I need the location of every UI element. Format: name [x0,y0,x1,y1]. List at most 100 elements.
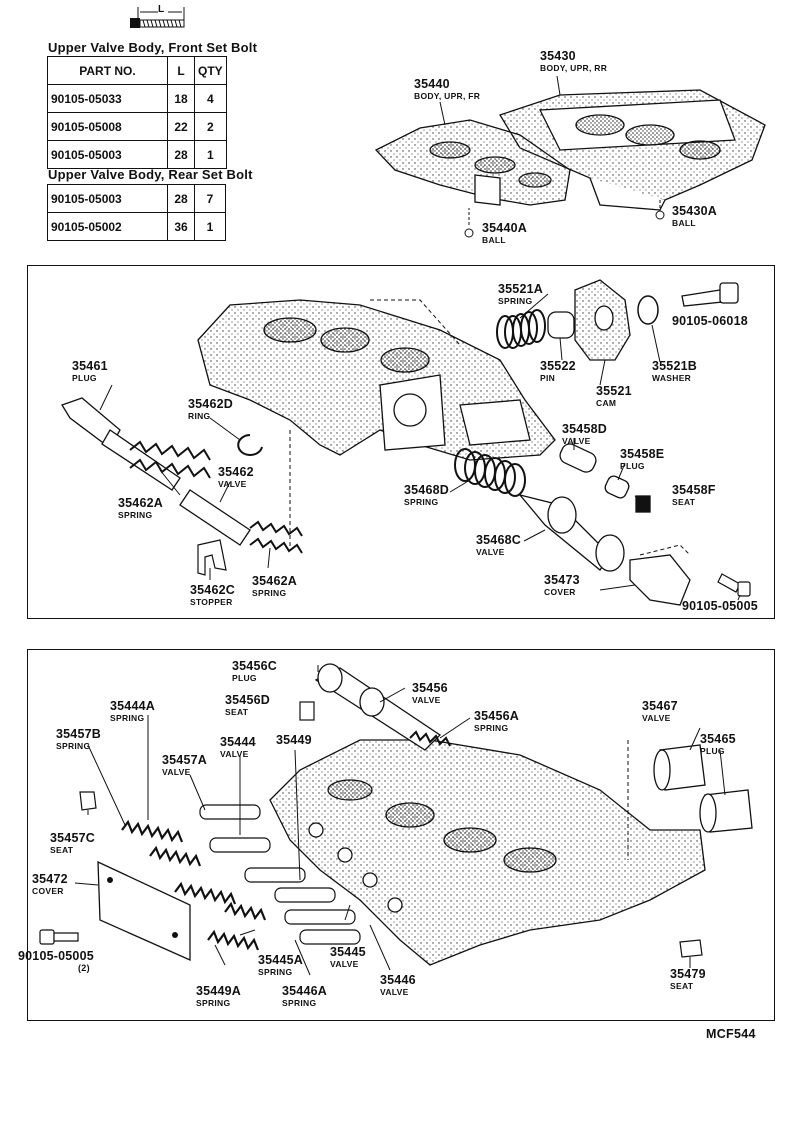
rear-table-title: Upper Valve Body, Rear Set Bolt [48,167,253,182]
table-row: 90105-05003 28 7 [47,184,226,213]
part-no-cell: 90105-05003 [47,184,168,213]
rear-set-bolt-table: 90105-05003 28 7 90105-05002 36 1 [47,184,226,241]
spring-35468d [454,448,526,497]
diagram-code: MCF544 [706,1027,756,1041]
length-cell: 22 [167,112,195,141]
valve-35468c [518,493,625,572]
part-no-cell: 90105-05033 [47,84,168,113]
length-cell: 28 [167,184,195,213]
lower-valve-body [269,739,706,966]
stopper-35462c [197,539,227,576]
valve-35458d-plug-35458e [559,443,651,513]
leader-lines [74,75,741,976]
bolt-90105-06018 [681,282,739,307]
valve-35467-plug-35465 [653,744,753,833]
column-header-part-no: PART NO. [47,56,168,85]
cover-35472 [97,860,191,962]
length-cell: 36 [167,212,195,241]
valve-35456-with-plug [314,663,442,751]
ring-35462d [237,434,263,456]
spring-35456a [409,730,451,747]
length-cell: 28 [167,140,195,169]
upper-front-valve-body [374,119,571,206]
table-row: 90105-05008 22 2 [47,112,227,141]
table-row: 90105-05002 36 1 [47,212,226,241]
label-90105-06018: 90105-06018 [672,314,748,328]
column-header-qty: QTY [194,56,227,85]
label-90105-05005-mid: 90105-05005 [682,599,758,613]
seat-35456d [299,701,315,721]
plug-valve-shaft [61,397,251,546]
seat-35479 [679,939,703,958]
length-cell: 18 [167,84,195,113]
spring-35462a-lower [249,520,303,554]
qty-cell: 2 [194,112,227,141]
ball-35430a [655,210,665,220]
qty-cell: 1 [194,212,226,241]
ball-35440a [464,228,474,238]
middle-valve-body [197,299,556,461]
label-35449: 35449 [276,733,312,747]
column-header-length: L [167,56,195,85]
spring-35521a [496,309,546,349]
valve-set-bottom [199,804,361,945]
table-row: 90105-05033 18 4 [47,84,227,113]
part-no-cell: 90105-05002 [47,212,168,241]
part-no-cell: 90105-05003 [47,140,168,169]
table-header-row: PART NO. L QTY [47,56,227,85]
cam-35521 [574,279,631,361]
spring-set-bottom [121,819,267,951]
pin-35522 [547,311,575,339]
qty-cell: 4 [194,84,227,113]
front-set-bolt-table: PART NO. L QTY 90105-05033 18 4 90105-05… [47,56,227,169]
cover-35473 [629,554,691,606]
washer-35521b [637,295,659,325]
seat-35457c [79,791,97,811]
bolt-length-icon: L [128,4,192,30]
front-table-title: Upper Valve Body, Front Set Bolt [48,40,258,55]
table-row: 90105-05003 28 1 [47,140,227,169]
spring-35462a-upper [129,440,211,479]
bolt-90105-05005-lower [39,929,79,945]
front-valve-body-panel [27,265,775,619]
